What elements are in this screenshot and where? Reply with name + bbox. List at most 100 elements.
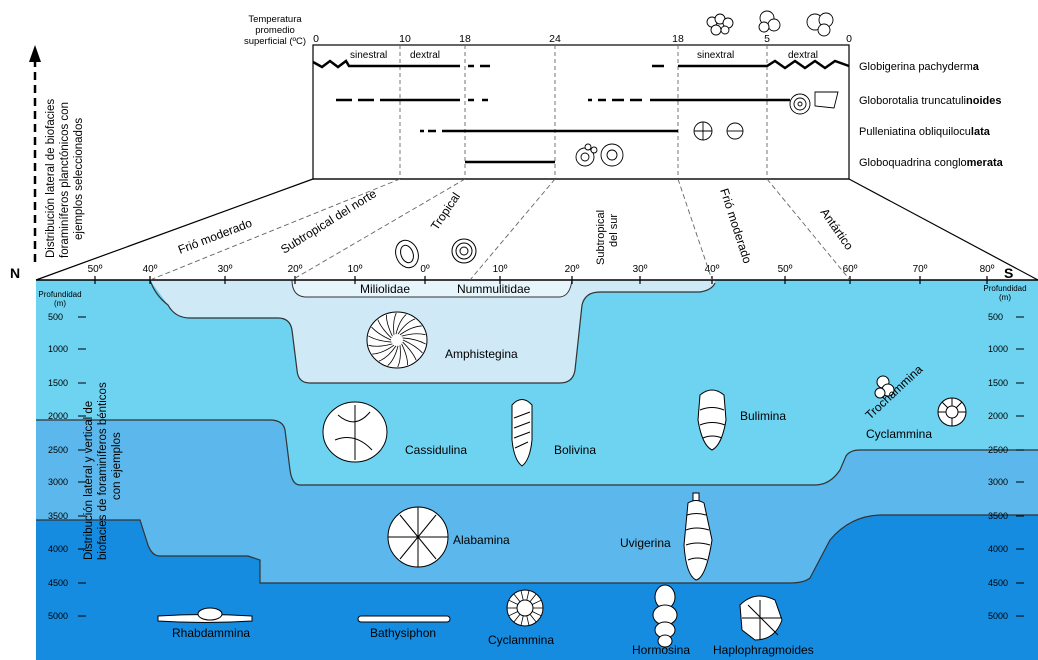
- depth-tick-label-left: 5000: [48, 611, 68, 621]
- label-rhabdammina: Rhabdammina: [172, 626, 250, 640]
- coiling-left-dextral: dextral: [410, 50, 440, 61]
- latitude-tick-label: 20º: [565, 264, 580, 275]
- amphistegina-icon: [367, 312, 427, 368]
- depth-tick-label-left: 3000: [48, 477, 68, 487]
- label-cyclammina-deep: Cyclammina: [488, 633, 554, 647]
- depth-header-right: Profundidad: [983, 284, 1026, 293]
- label-amphistegina: Amphistegina: [445, 347, 518, 361]
- cyclammina-deep-icon: [507, 590, 543, 626]
- depth-tick-label-left: 1000: [48, 344, 68, 354]
- depth-tick-label-right: 1500: [988, 378, 1008, 388]
- depth-tick-label-left: 2500: [48, 445, 68, 455]
- cassidulina-icon: [323, 402, 387, 462]
- label-cyclammina-shelf: Cyclammina: [866, 427, 932, 441]
- latitude-tick-label: 10º: [348, 264, 363, 275]
- depth-tick-label-right: 4500: [988, 578, 1008, 588]
- planktonic-title-2: foraminíferos planctónicos con: [59, 102, 71, 258]
- temperature-header-3: superficial (ºC): [244, 36, 306, 47]
- label-haplophragmoides: Haplophragmoides: [713, 643, 814, 657]
- temperature-tick-label: 0: [313, 33, 319, 45]
- depth-tick-label-left: 2000: [48, 411, 68, 421]
- temperature-tick-label: 18: [672, 33, 684, 45]
- label-bathysiphon: Bathysiphon: [370, 626, 436, 640]
- label-hormosina: Hormosina: [632, 643, 690, 657]
- temperature-header-2: promedio: [255, 25, 295, 36]
- depth-tick-label-right: 3000: [988, 477, 1008, 487]
- depth-tick-label-right: 2500: [988, 445, 1008, 455]
- benthic-title-3: con ejemplos: [111, 432, 123, 500]
- zone-subtropical-south-2: del sur: [608, 214, 620, 247]
- label-bolivina: Bolivina: [554, 443, 596, 457]
- depth-header-left-unit: (m): [54, 299, 66, 308]
- planktonic-title-3: ejemplos seleccionados: [73, 118, 85, 240]
- depth-tick-label-left: 3500: [48, 511, 68, 521]
- bathysiphon-icon: [358, 616, 450, 622]
- planktonic-foram-icons: [576, 11, 838, 166]
- north-label: N: [10, 265, 20, 281]
- coiling-right-sinistral: sinextral: [697, 50, 734, 61]
- depth-tick-label-right: 5000: [988, 611, 1008, 621]
- temperature-ticks: 0 10 18 24 18 5 0: [313, 33, 852, 45]
- coiling-left-sinistral: sinestral: [350, 50, 387, 61]
- latitude-tick-label: 50º: [778, 264, 793, 275]
- alabamina-icon: [388, 507, 448, 567]
- latitude-tick-label: 0º: [420, 264, 430, 275]
- range-bars: [313, 61, 849, 162]
- vertical-axis-arrow: [29, 45, 41, 262]
- globigerina-icon: [707, 11, 833, 36]
- depth-tick-label-left: 1500: [48, 378, 68, 388]
- planktonic-title-1: Distribución lateral de biofacies: [45, 99, 57, 258]
- haplophragmoides-icon: [740, 596, 782, 640]
- label-miliolidae: Miliolidae: [360, 282, 410, 296]
- latitude-tick-label: 20º: [288, 264, 303, 275]
- depth-tick-label-right: 3500: [988, 511, 1008, 521]
- temperature-tick-label: 5: [764, 33, 770, 45]
- depth-tick-label-right: 2000: [988, 411, 1008, 421]
- zone-subtropical-north: Subtropical del norte: [278, 186, 379, 256]
- south-label: S: [1004, 265, 1013, 281]
- bolivina-icon: [512, 400, 532, 467]
- species-globoquadrina: Globoquadrina conglomerata: [859, 157, 1004, 169]
- label-nummulitidae: Nummulitidae: [457, 282, 531, 296]
- temperature-header-1: Temperatura: [248, 14, 302, 25]
- depth-tick-label-right: 4000: [988, 544, 1008, 554]
- label-cassidulina: Cassidulina: [405, 443, 467, 457]
- zone-frio-south: Frió moderado: [717, 187, 755, 266]
- depth-tick-label-right: 500: [988, 312, 1003, 322]
- label-uvigerina: Uvigerina: [620, 536, 671, 550]
- shallow-foram-icons: [392, 237, 476, 271]
- latitude-tick-label: 70º: [913, 264, 928, 275]
- zone-subtropical-south-1: Subtropical: [595, 210, 607, 265]
- latitude-tick-label: 30º: [218, 264, 233, 275]
- species-pulleniatina: Pulleniatina obliquiloculata: [859, 126, 991, 138]
- benthic-title-1: Distribución lateral y vertical de: [83, 401, 95, 560]
- latitude-tick-label: 80º: [980, 264, 995, 275]
- planktonic-side-title: Distribución lateral de biofacies forami…: [45, 99, 85, 258]
- depth-header-right-unit: (m): [999, 293, 1011, 302]
- globorotalia-icon: [790, 92, 838, 114]
- depth-header-left: Profundidad: [38, 290, 81, 299]
- globoquadrina-icon: [576, 144, 623, 166]
- species-globigerina: Globigerina pachyderma: [859, 61, 980, 73]
- label-alabamina: Alabamina: [453, 533, 510, 547]
- latitude-tick-label: 50º: [88, 264, 103, 275]
- cyclammina-shelf-icon: [938, 398, 966, 426]
- depth-tick-label-right: 1000: [988, 344, 1008, 354]
- latitude-tick-label: 40º: [143, 264, 158, 275]
- depth-tick-label-left: 4500: [48, 578, 68, 588]
- temperature-tick-label: 18: [459, 33, 471, 45]
- zone-antartico: Antártico: [818, 206, 857, 253]
- latitude-tick-label: 30º: [633, 264, 648, 275]
- temperature-tick-label: 10: [399, 33, 411, 45]
- species-globorotalia: Globorotalia truncatulinoides: [859, 95, 1001, 107]
- zone-frio-north: Frió moderado: [176, 216, 254, 257]
- temperature-tick-label: 24: [549, 33, 561, 45]
- benthic-title-2: biofacies de foraminíferos bénticos: [97, 382, 109, 560]
- latitude-tick-label: 10º: [493, 264, 508, 275]
- depth-tick-label-left: 500: [48, 312, 63, 322]
- temperature-tick-label: 0: [846, 33, 852, 45]
- pulleniatina-icon: [694, 122, 743, 140]
- label-bulimina: Bulimina: [740, 409, 786, 423]
- climate-zone-lines: [36, 179, 1038, 280]
